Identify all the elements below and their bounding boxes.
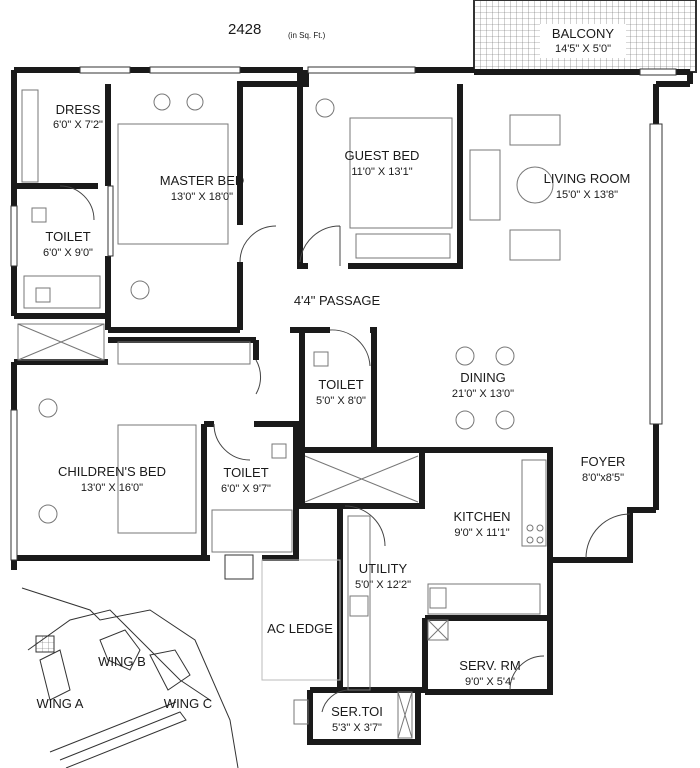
serv-rm-label: SERV. RM (459, 658, 520, 673)
furniture (17, 89, 561, 739)
labels: 2428 (in Sq. Ft.) BALCONY 14'5" X 5'0" D… (37, 21, 631, 734)
toilet-master-size: 6'0" X 9'0" (43, 247, 93, 259)
serv-rm-size: 9'0" X 5'4" (465, 676, 515, 688)
living-room-size: 15'0" X 13'8" (556, 189, 618, 201)
dress-size: 6'0" X 7'2" (53, 119, 103, 131)
doors (59, 185, 631, 713)
area-unit: (in Sq. Ft.) (288, 31, 326, 40)
foyer-label: FOYER (581, 454, 626, 469)
wing-c-label: WING C (164, 696, 212, 711)
master-bed-label: MASTER BED (160, 173, 245, 188)
ser-toi-size: 5'3" X 3'7" (332, 722, 382, 734)
wing-a-label: WING A (37, 696, 84, 711)
ser-toi-label: SER.TOI (331, 704, 383, 719)
toilet-children-label: TOILET (223, 465, 268, 480)
guest-bed-size: 11'0" X 13'1" (351, 166, 412, 178)
living-room-label: LIVING ROOM (544, 171, 631, 186)
area-value: 2428 (228, 21, 261, 38)
toilet-children-size: 6'0" X 9'7" (221, 483, 271, 495)
master-bed-size: 13'0" X 18'0" (171, 191, 233, 203)
passage-label: 4'4" PASSAGE (294, 293, 381, 308)
foyer-size: 8'0"x8'5" (582, 472, 624, 484)
kitchen-size: 9'0" X 11'1" (454, 527, 509, 539)
dress-label: DRESS (56, 102, 101, 117)
wing-b-label: WING B (98, 654, 146, 669)
childrens-bed-label: CHILDREN'S BED (58, 464, 166, 479)
balcony-label: BALCONY (552, 26, 614, 41)
toilet-master-label: TOILET (45, 229, 90, 244)
utility-label: UTILITY (359, 561, 408, 576)
kitchen-label: KITCHEN (453, 509, 510, 524)
dining-label: DINING (460, 370, 506, 385)
toilet-common-size: 5'0" X 8'0" (316, 395, 366, 407)
childrens-bed-size: 13'0" X 16'0" (81, 482, 143, 494)
guest-bed-label: GUEST BED (345, 148, 420, 163)
windows (10, 66, 677, 580)
balcony-size: 14'5" X 5'0" (555, 43, 611, 55)
dining-size: 21'0" X 13'0" (452, 388, 514, 400)
balcony (473, 0, 697, 73)
key-plan (21, 587, 239, 768)
ac-ledge-label: AC LEDGE (267, 621, 333, 636)
toilet-common-label: TOILET (318, 377, 363, 392)
utility-size: 5'0" X 12'2" (355, 579, 411, 591)
